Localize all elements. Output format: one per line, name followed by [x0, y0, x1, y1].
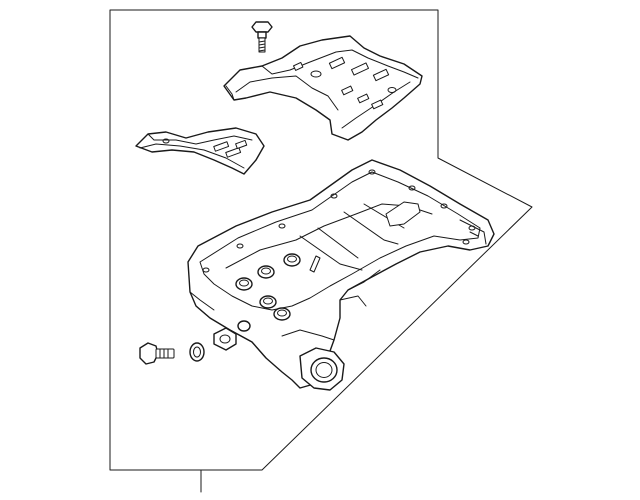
callout-frame	[109, 9, 533, 493]
washer-icon	[189, 342, 205, 362]
drain-plug-icon	[139, 342, 175, 365]
baffle-plate-icon	[135, 127, 265, 175]
oil-pan-icon	[187, 159, 495, 391]
oil-pan-cover-icon	[223, 35, 423, 141]
bolt-icon	[251, 21, 273, 53]
